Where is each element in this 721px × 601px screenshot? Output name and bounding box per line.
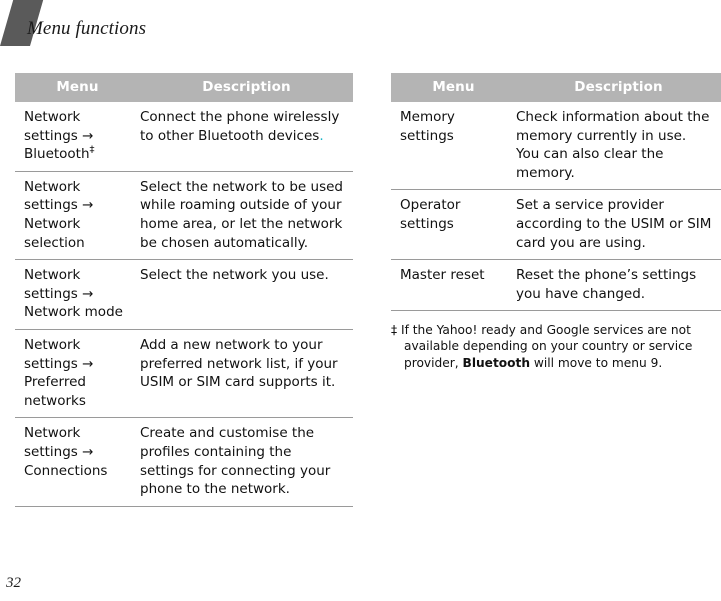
cell-menu: Network settings → Network mode	[15, 259, 131, 330]
cell-menu: Memory settings	[391, 102, 507, 191]
table-row: Network settings → Connections Create an…	[15, 417, 353, 507]
cell-description: Reset the phone’s settings you have chan…	[507, 259, 721, 312]
cell-description: Select the network you use.	[131, 259, 353, 330]
table-row: Memory settings Check information about …	[391, 102, 721, 191]
footnote-marker-icon: ‡	[89, 144, 95, 156]
footnote-bold-term: Bluetooth	[462, 355, 531, 370]
table-header-row: Menu Description	[391, 73, 721, 102]
cell-description: Connect the phone wirelessly to other Bl…	[131, 102, 353, 172]
table-row: Network settings → Network mode Select t…	[15, 259, 353, 330]
column-header-menu: Menu	[56, 79, 99, 95]
table-header-row: Menu Description	[15, 73, 353, 102]
table-row: Master reset Reset the phone’s settings …	[391, 259, 721, 312]
table-row: Network settings → Network selection Sel…	[15, 171, 353, 261]
cell-menu: Network settings → Bluetooth‡	[15, 102, 131, 172]
column-header-description: Description	[202, 79, 291, 95]
menu-label-suffix: Bluetooth	[24, 146, 90, 163]
footnote-text-after: will move to menu 9.	[530, 355, 663, 370]
cell-menu: Master reset	[391, 259, 507, 312]
description-accent-period: .	[319, 127, 324, 144]
arrow-icon: →	[82, 127, 94, 144]
cell-description: Add a new network to your preferred netw…	[131, 329, 353, 419]
cell-description: Select the network to be used while roam…	[131, 171, 353, 261]
menu-table-right: Menu Description Memory settings Check i…	[391, 73, 721, 312]
page-number: 32	[6, 575, 21, 591]
cell-menu: Operator settings	[391, 189, 507, 261]
table-row: Network settings → Preferred networks Ad…	[15, 329, 353, 419]
menu-table-left: Menu Description Network settings → Blue…	[15, 73, 353, 507]
column-header-menu: Menu	[432, 79, 475, 95]
table-row: Operator settings Set a service provider…	[391, 189, 721, 261]
table-row: Network settings → Bluetooth‡ Connect th…	[15, 102, 353, 172]
cell-menu: Network settings → Network selection	[15, 171, 131, 261]
menu-label-text: Network settings	[24, 109, 83, 144]
column-header-description: Description	[574, 79, 663, 95]
footnote: ‡ If the Yahoo! ready and Google service…	[391, 322, 721, 371]
page-title: Menu functions	[27, 18, 147, 39]
cell-description: Set a service provider according to the …	[507, 189, 721, 261]
description-text: Connect the phone wirelessly to other Bl…	[140, 109, 340, 144]
cell-menu: Network settings → Preferred networks	[15, 329, 131, 419]
cell-menu: Network settings → Connections	[15, 417, 131, 507]
footnote-marker-icon: ‡	[391, 323, 398, 337]
footnote-text-before: If the Yahoo! ready and Google services …	[400, 323, 693, 370]
cell-description: Check information about the memory curre…	[507, 102, 721, 191]
cell-description: Create and customise the profiles contai…	[131, 417, 353, 507]
